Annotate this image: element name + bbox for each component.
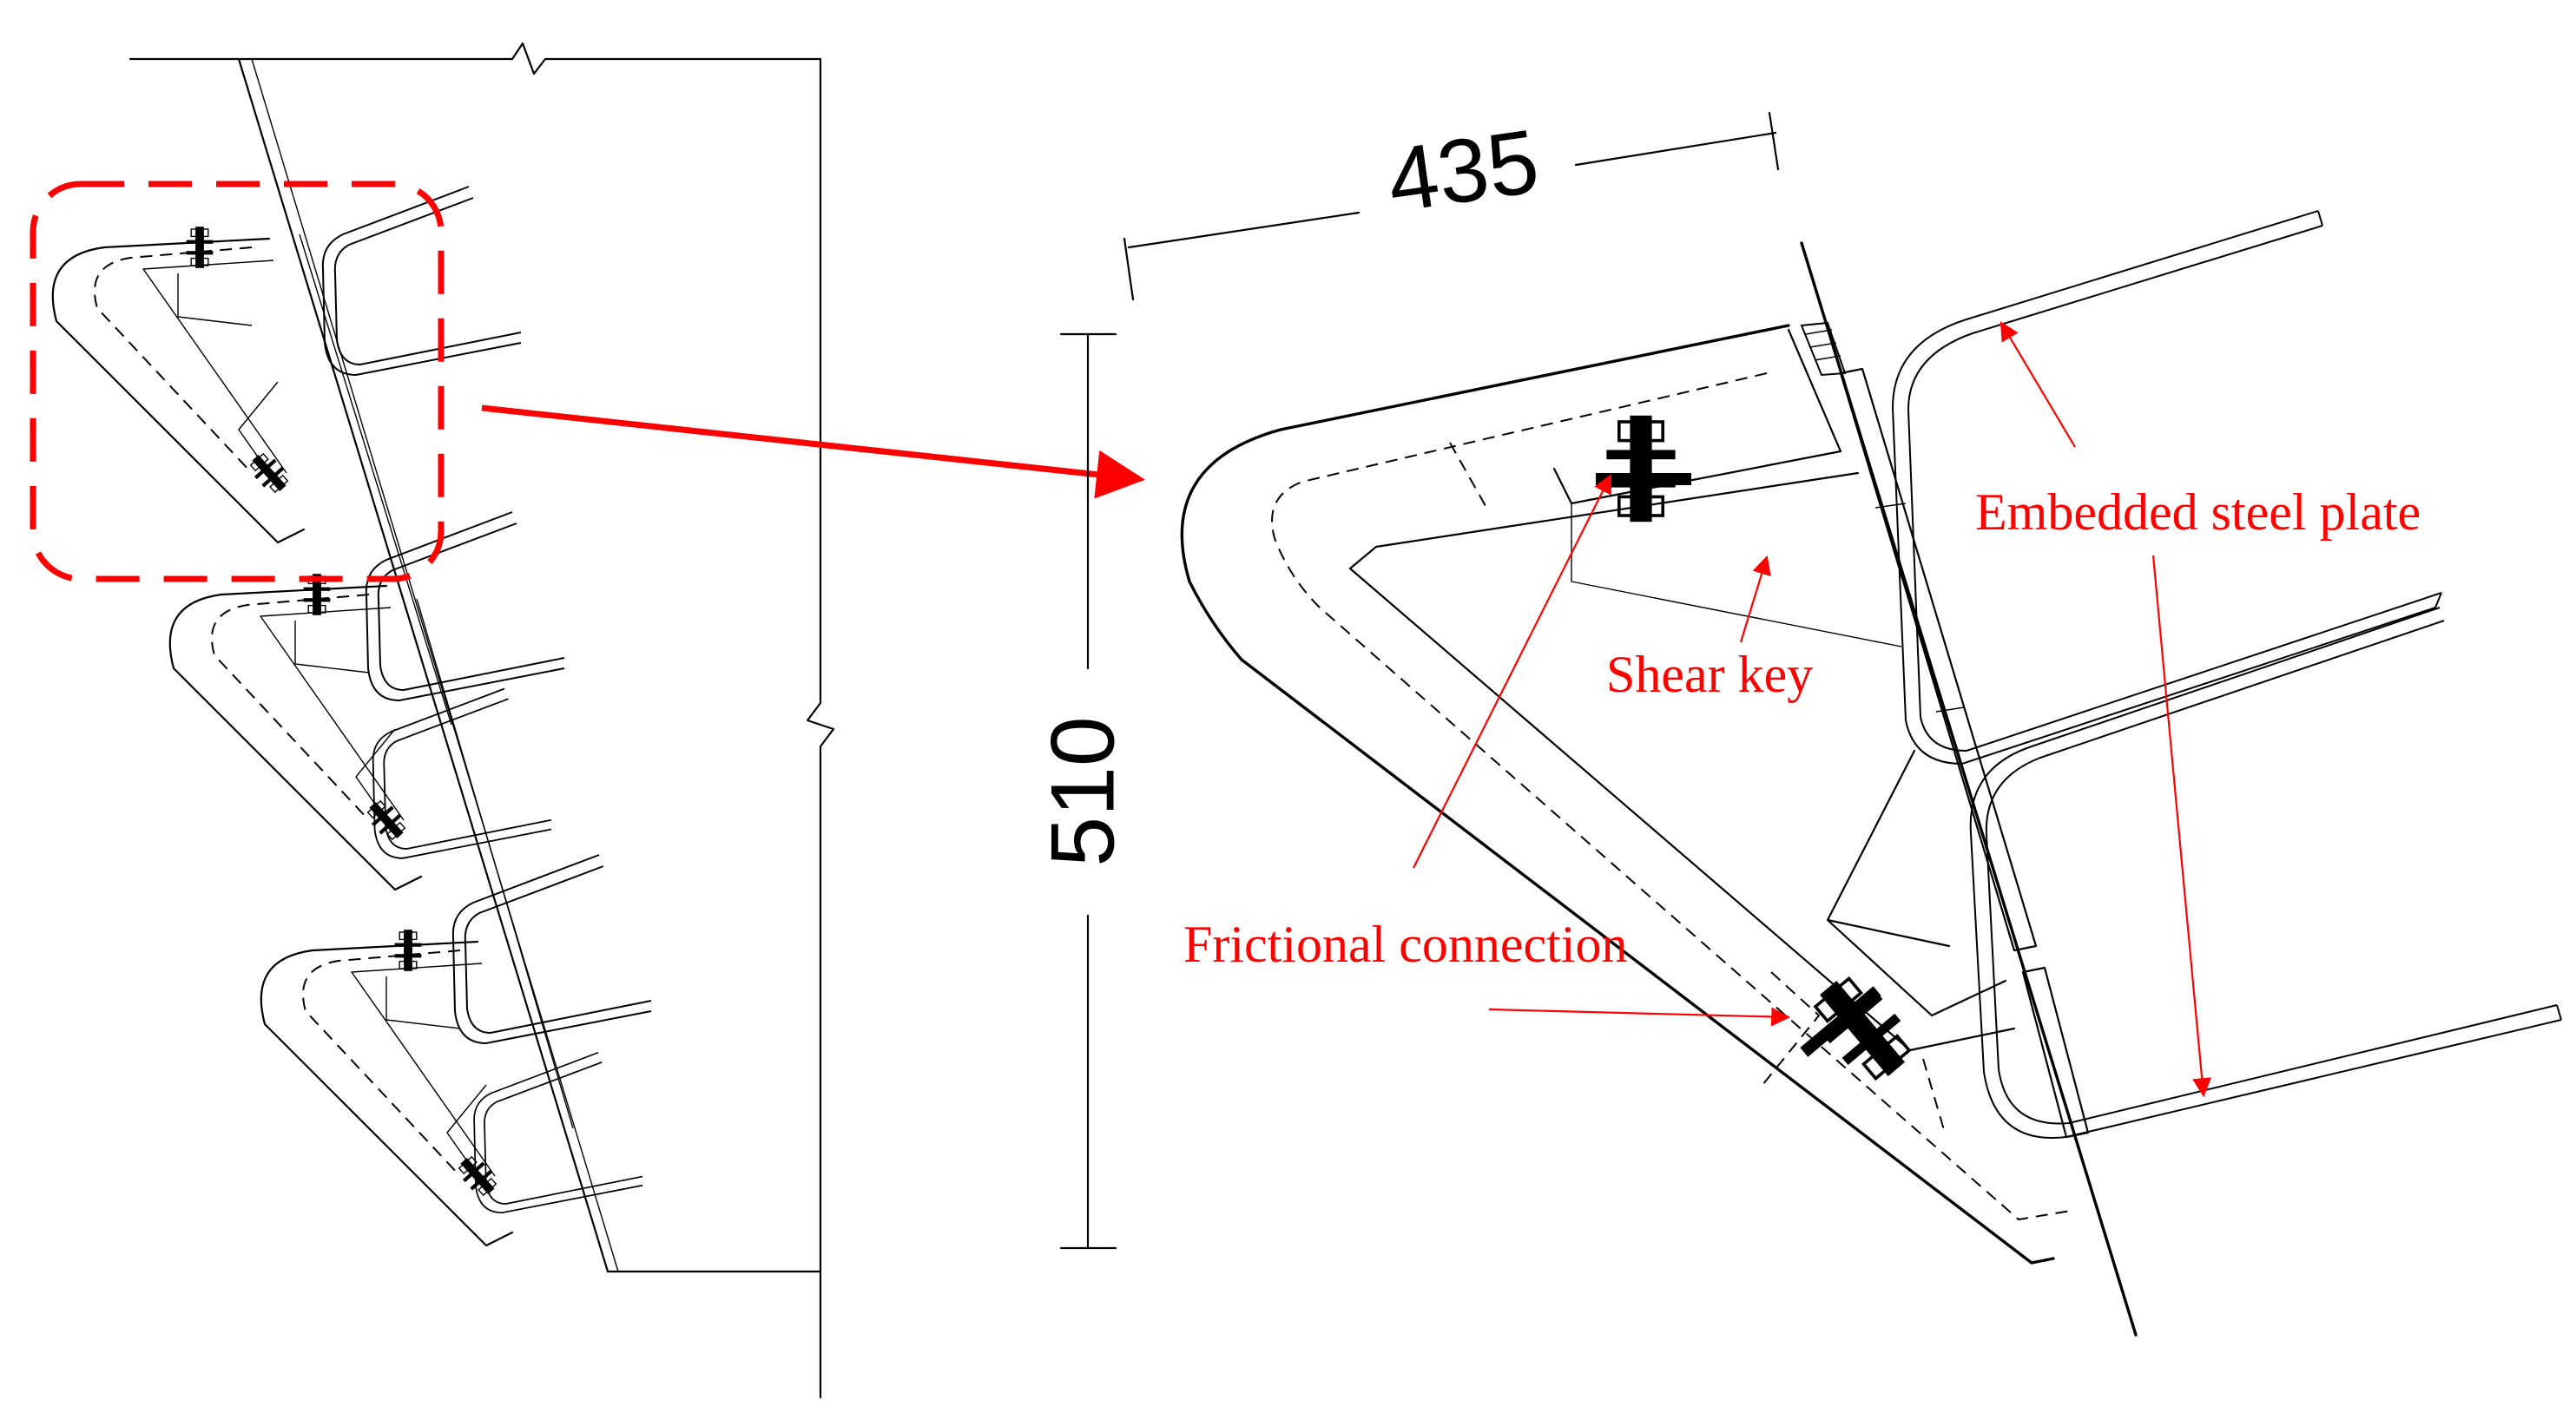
embedded-steel-plate-label: Embedded steel plate: [1975, 483, 2421, 541]
highlight-box: [30, 181, 445, 582]
embedded-plate-leader-1: [2000, 321, 2076, 448]
width-dimension: 435: [1381, 111, 1545, 232]
shear-key-leader: [1739, 555, 1771, 643]
height-dimension: 510: [1032, 716, 1133, 867]
overview-drawing: [53, 42, 835, 1399]
embedded-plate-leader-2: [2151, 555, 2212, 1098]
frictional-connection-leader-1: [1413, 474, 1611, 869]
detail-pointer-arrow: [481, 404, 1145, 499]
detail-drawing: [1059, 111, 2562, 1337]
shear-key-label: Shear key: [1606, 646, 1813, 703]
frictional-connection-leader-2: [1488, 1007, 1791, 1027]
frictional-connection-label: Frictional connection: [1183, 916, 1628, 973]
